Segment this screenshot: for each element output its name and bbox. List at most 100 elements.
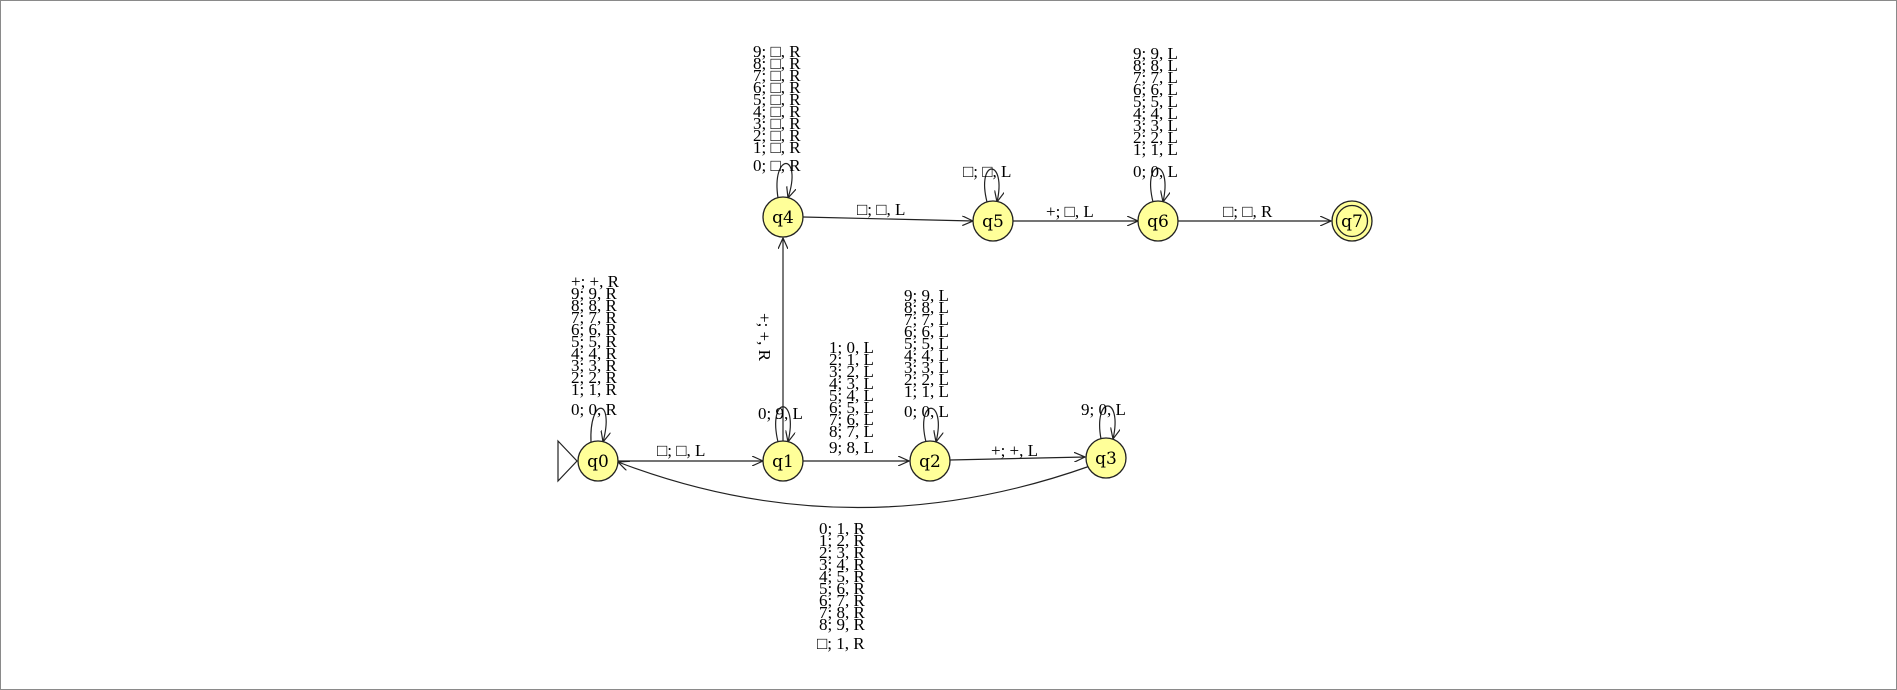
transition-label: 9; 9, L <box>1133 44 1178 63</box>
transition-label: 8; 8, L <box>1133 56 1178 75</box>
transition-label: □; □, L <box>657 441 705 460</box>
state-q3: q3 <box>1085 437 1127 479</box>
transition-label: 9; 9, R <box>571 284 617 303</box>
transition-label: 7; 7, L <box>904 310 949 329</box>
state-q1: q1 <box>762 440 804 482</box>
edge-q2-q3 <box>949 457 1085 460</box>
transition-label: 1; 1, L <box>904 382 949 401</box>
loop-q0 <box>590 407 606 442</box>
transition-label: +; +, L <box>991 441 1038 460</box>
transition-label: 6; □, R <box>753 78 801 97</box>
transition-label: 9; □, R <box>753 42 801 61</box>
transition-label: 6; 6, R <box>571 320 617 339</box>
state-label: q1 <box>772 452 794 472</box>
state-q2: q2 <box>909 440 951 482</box>
transition-label: 0; 9, L <box>758 404 803 423</box>
state-label: q0 <box>587 452 609 472</box>
transition-label: 3; 3, R <box>571 356 617 375</box>
transition-label: 5; 5, L <box>1133 92 1178 111</box>
transition-label: 1; 1, R <box>571 380 617 399</box>
transition-label: 0; 0, L <box>1133 162 1178 181</box>
state-q5: q5 <box>972 200 1014 242</box>
state-label: q4 <box>772 208 794 228</box>
transition-label: 4; 5, R <box>819 567 865 586</box>
transition-label: 3; 4, R <box>819 555 865 574</box>
transition-label: 0; 1, R <box>819 519 865 538</box>
transition-label: 3; 2, L <box>829 362 874 381</box>
label-stack-q1-q2: 1; 0, L 2; 1, L 3; 2, L 4; 3, L 5; 4, L … <box>829 338 874 457</box>
transition-label: 1; 1, L <box>1133 140 1178 159</box>
transition-labels: +; +, R 9; 9, R 8; 8, R 7; 7, R 6; 6, R … <box>571 42 1273 653</box>
transition-label: 3; □, R <box>753 114 801 133</box>
transition-label: 2; 3, R <box>819 543 865 562</box>
state-q4: q4 <box>762 196 804 238</box>
transition-label: 2; 2, L <box>1133 128 1178 147</box>
transition-label: 1; □, R <box>753 138 801 157</box>
state-label: q6 <box>1147 212 1169 232</box>
transition-label: 2; □, R <box>753 126 801 145</box>
state-q0: q0 <box>577 440 619 482</box>
state-label: q2 <box>919 452 941 472</box>
transition-label: 0; □, R <box>753 156 801 175</box>
label-stack-q0-loop: +; +, R 9; 9, R 8; 8, R 7; 7, R 6; 6, R … <box>571 272 620 419</box>
transition-label: 6; 7, R <box>819 591 865 610</box>
transition-label: 9; 8, L <box>829 438 874 457</box>
transition-label: 0; 0, L <box>904 402 949 421</box>
state-q7: q7 <box>1331 200 1373 242</box>
loop-q6 <box>1150 167 1165 202</box>
loop-q3 <box>1099 405 1115 439</box>
transition-label: 3; 3, L <box>904 358 949 377</box>
transition-label: 7; □, R <box>753 66 801 85</box>
transition-label: 7; 7, L <box>1133 68 1178 87</box>
transition-label: +; □, L <box>1046 202 1094 221</box>
transition-label: 2; 2, R <box>571 368 617 387</box>
loop-q4 <box>776 162 792 199</box>
label-stack-q4-loop: 9; □, R 8; □, R 7; □, R 6; □, R 5; □, R … <box>753 42 801 175</box>
transition-label: 5; 4, L <box>829 386 874 405</box>
transition-label: 6; 6, L <box>904 322 949 341</box>
transition-label: 8; 8, L <box>904 298 949 317</box>
transition-label: 4; 4, R <box>571 344 617 363</box>
transition-label: 8; 9, R <box>819 615 865 634</box>
transition-label: 2; 2, L <box>904 370 949 389</box>
transition-label: 6; 5, L <box>829 398 874 417</box>
state-label: q7 <box>1341 212 1363 232</box>
transition-label: 5; 5, L <box>904 334 949 353</box>
transition-label: 4; 4, L <box>904 346 949 365</box>
transition-label: +; +, R <box>571 272 620 291</box>
loop-q1 <box>775 406 791 442</box>
transition-label: 1; 2, R <box>819 531 865 550</box>
transition-label: 0; 0, R <box>571 400 617 419</box>
label-stack-q6-loop: 9; 9, L 8; 8, L 7; 7, L 6; 6, L 5; 5, L … <box>1133 44 1178 181</box>
transition-label: 7; 7, R <box>571 308 617 327</box>
transition-label: 5; 5, R <box>571 332 617 351</box>
initial-state-arrow <box>557 439 578 483</box>
transition-label: 8; □, R <box>753 54 801 73</box>
loop-q5 <box>984 168 999 202</box>
loop-q2 <box>923 407 939 442</box>
transition-label: □; □, R <box>1223 202 1273 221</box>
transition-label: 4; 3, L <box>829 374 874 393</box>
transition-label: 9; 9, L <box>904 286 949 305</box>
transition-label: 8; 7, L <box>829 422 874 441</box>
transition-label: 4; 4, L <box>1133 104 1178 123</box>
transition-label: 5; 6, R <box>819 579 865 598</box>
transition-label: 8; 8, R <box>571 296 617 315</box>
transition-label: □; 1, R <box>817 634 865 653</box>
transition-label: 7; 6, L <box>829 410 874 429</box>
transition-label: 9; 0, L <box>1081 400 1126 419</box>
transition-label: 3; 3, L <box>1133 116 1178 135</box>
transition-label: +; +, R <box>755 313 774 362</box>
transition-label: 1; 0, L <box>829 338 874 357</box>
transition-label: 6; 6, L <box>1133 80 1178 99</box>
label-stack-q3-q0: 0; 1, R 1; 2, R 2; 3, R 3; 4, R 4; 5, R … <box>817 519 865 653</box>
state-label: q3 <box>1095 449 1117 469</box>
transition-label: □; □, L <box>963 162 1011 181</box>
label-stack-q2-loop: 9; 9, L 8; 8, L 7; 7, L 6; 6, L 5; 5, L … <box>904 286 949 421</box>
transition-label: 7; 8, R <box>819 603 865 622</box>
transition-label: 5; □, R <box>753 90 801 109</box>
transition-label: 4; □, R <box>753 102 801 121</box>
edge-q3-q0 <box>618 462 1091 509</box>
